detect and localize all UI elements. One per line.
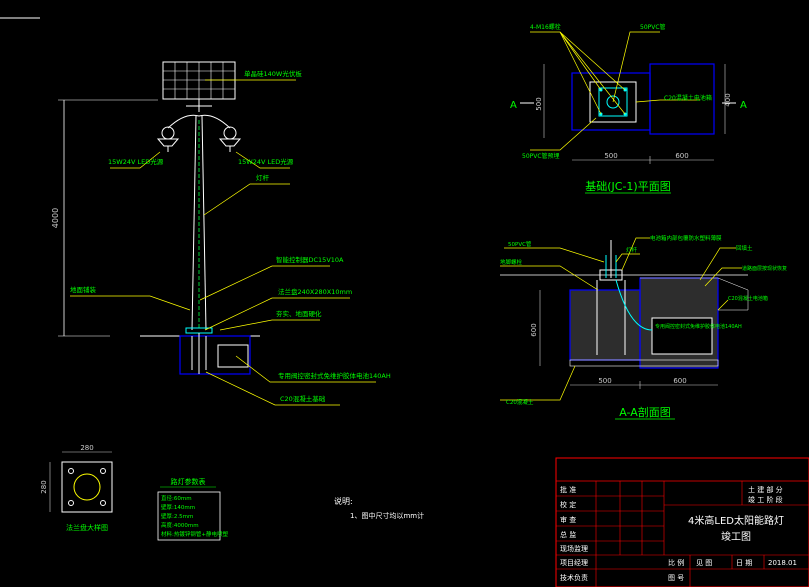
section-dim-left: 500: [598, 377, 611, 385]
tb-unit-line2: 竣 工 阶 段: [748, 495, 783, 504]
tb-sheet-label: 图 号: [668, 574, 684, 582]
label-foundation: C20混凝土基础: [280, 394, 326, 403]
tb-drawing-title2: 竣工图: [721, 530, 751, 543]
lamp-left: [156, 126, 180, 152]
tb-scale-label: 比 例: [668, 558, 684, 567]
plan-label-pvc: 50PVC管预埋: [522, 152, 560, 160]
lamp-arms: [167, 114, 231, 129]
params-row-3: 高度:4000mm: [161, 521, 199, 529]
plan-dim-right: 400: [724, 93, 732, 106]
label-ground: 地面铺装: [70, 285, 97, 294]
battery-box: [217, 344, 249, 368]
label-lamp-left: 15W24V LED光源: [108, 157, 164, 166]
plan-label-conduit: 50PVC管: [640, 23, 666, 31]
plan-dim-bottom-left: 500: [604, 152, 617, 160]
flange-dim-h: 280: [40, 480, 48, 493]
plan-label-battery-box: C20混凝土电池箱: [664, 94, 712, 102]
elevation-leaders: [70, 79, 376, 406]
section-title: A-A剖面图: [619, 405, 671, 419]
label-flange: 法兰盘240X280X10mm: [278, 287, 352, 296]
params-row-4: 材料:热镀锌钢管+静电喷塑: [161, 530, 228, 538]
flange-detail: 280 280 法兰盘大样图: [40, 444, 113, 532]
section-marker-left: A: [510, 100, 517, 111]
section-marker-right: A: [740, 100, 747, 111]
section-label-pole: 灯杆: [626, 246, 638, 254]
tb-row-6: 技术负责: [560, 573, 588, 582]
plan-label-bolts: 4-M16螺栓: [530, 23, 561, 31]
plan-dim-left: 500: [535, 97, 543, 110]
section-view: 600 500 600 50PVC管 地脚螺栓 灯杆 电池箱内部包覆防水塑料薄膜…: [500, 234, 787, 420]
section-dim-right: 600: [673, 377, 686, 385]
tb-date-label: 日 期: [736, 559, 752, 567]
tb-row-3: 总 监: [560, 530, 576, 539]
params-row-0: 直径:60mm: [161, 494, 192, 502]
label-battery: 专用阀控密封式免维护胶体电池140AH: [278, 371, 391, 380]
pole: [191, 115, 207, 331]
label-controller: 智能控制器DC15V10A: [276, 255, 344, 264]
elevation-view: 4000 单晶硅140W光伏板 15W24V LED光源 15W24V LED光…: [51, 61, 391, 406]
tb-date-value: 2018.01: [768, 559, 797, 567]
tb-row-5: 项目经理: [560, 558, 588, 567]
plan-view: A A 500 400 500 600 4-M16螺栓 50PVC管 50PVC…: [510, 23, 747, 194]
title-block: 批 准 校 定 审 查 总 监 现场监理 项目经理 技术负责 土 建 部 分 竣…: [555, 457, 809, 587]
tb-scale-value: 见 图: [696, 559, 712, 567]
notes: 说明: 1、图中尺寸均以mm计: [334, 496, 424, 520]
section-label-battery-inner: 专用阀控密封式免维护胶体电池140AH: [655, 323, 742, 330]
params-title: 路灯参数表: [171, 477, 206, 486]
label-solar-panel: 单晶硅140W光伏板: [244, 69, 302, 78]
tb-row-2: 审 查: [560, 515, 576, 524]
tb-row-1: 校 定: [560, 500, 576, 509]
label-pole: 灯杆: [256, 173, 270, 182]
section-label-concrete-box: C20混凝土电池箱: [728, 295, 768, 302]
section-label-pvc: 50PVC管: [508, 240, 532, 248]
params-row-2: 壁厚:2.5mm: [161, 512, 193, 520]
plan-dim-bottom-right: 600: [675, 152, 688, 160]
section-dim-height: 600: [530, 323, 538, 336]
flange-title: 法兰盘大样图: [66, 523, 108, 532]
solar-panel: [162, 61, 236, 112]
tb-drawing-title1: 4米高LED太阳能路灯: [688, 514, 784, 527]
params-table: 路灯参数表 直径:60mm 壁厚:140mm 壁厚:2.5mm 高度:4000m…: [157, 477, 228, 541]
section-label-compact: 道路面层按现状恢复: [742, 265, 787, 272]
height-dim-label: 4000: [51, 208, 60, 228]
notes-heading: 说明:: [334, 496, 353, 506]
foundation-block: [179, 335, 251, 375]
plan-title: 基础(JC-1)平面图: [585, 180, 670, 193]
tb-row-4: 现场监理: [560, 544, 588, 553]
tb-unit-line1: 土 建 部 分: [748, 485, 783, 494]
label-backfill: 夯实、地面硬化: [276, 309, 322, 318]
params-row-1: 壁厚:140mm: [161, 503, 195, 511]
section-label-cushion: C20混凝土: [506, 398, 534, 406]
section-label-anchor: 地脚螺栓: [500, 258, 523, 266]
section-label-wrap: 电池箱内部包覆防水塑料薄膜: [650, 234, 722, 242]
lamp-right: [218, 126, 242, 152]
flange-dim-w: 280: [80, 444, 93, 452]
label-lamp-right: 15W24V LED光源: [238, 157, 294, 166]
notes-line1: 1、图中尺寸均以mm计: [350, 511, 424, 520]
height-dimension: 4000: [51, 99, 158, 337]
tb-row-0: 批 准: [560, 485, 576, 494]
section-label-backfill: 回填土: [736, 244, 753, 252]
